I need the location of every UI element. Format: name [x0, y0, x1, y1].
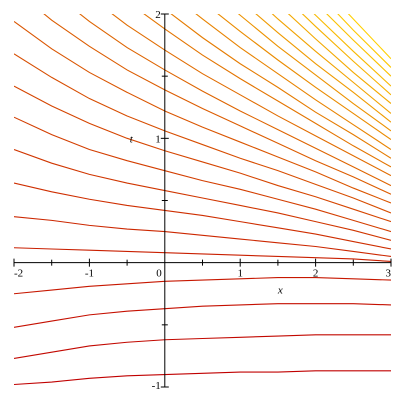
y-tick-label: -1: [152, 380, 161, 392]
x-tick-label: 3: [386, 268, 392, 280]
level-curve: [14, 247, 391, 262]
level-curve: [14, 149, 391, 241]
level-curve: [143, 14, 391, 168]
level-curve: [14, 370, 391, 386]
curve-family: [14, 14, 391, 386]
x-axis-label: x: [277, 285, 283, 297]
x-tick-label: 0: [156, 268, 162, 280]
level-curve: [255, 14, 391, 123]
level-curve: [170, 14, 391, 159]
level-curve: [14, 277, 391, 295]
level-curve: [271, 14, 391, 114]
y-tick-label: 1: [155, 133, 161, 145]
level-curve: [301, 14, 391, 96]
axes: [14, 14, 391, 387]
level-curve: [195, 14, 391, 150]
level-curve: [43, 14, 391, 195]
level-curve: [237, 14, 391, 132]
level-curve: [287, 14, 391, 104]
x-tick-label: -2: [14, 268, 23, 280]
level-curve: [14, 303, 391, 328]
level-curve: [14, 182, 391, 250]
level-curve: [111, 14, 391, 177]
level-curve: [313, 14, 391, 87]
y-axis-label: t: [130, 133, 134, 145]
level-curve: [14, 116, 391, 233]
level-curve: [14, 216, 391, 257]
x-tick-label: -1: [85, 268, 94, 280]
level-curve: [14, 53, 391, 214]
level-curve: [79, 14, 391, 187]
level-curve: [217, 14, 391, 141]
y-tick-labels: -1 1 2: [152, 9, 161, 392]
level-curve: [14, 85, 391, 223]
level-curve: [326, 14, 391, 77]
tick-marks: [13, 13, 392, 388]
level-curve: [14, 21, 391, 204]
x-tick-labels: -2 -1 0 1 2 3: [14, 268, 392, 280]
y-tick-label: 2: [155, 9, 161, 21]
x-tick-label: 1: [237, 268, 243, 280]
level-curve: [14, 334, 391, 359]
x-tick-label: 2: [313, 268, 319, 280]
level-curve: [347, 14, 391, 60]
